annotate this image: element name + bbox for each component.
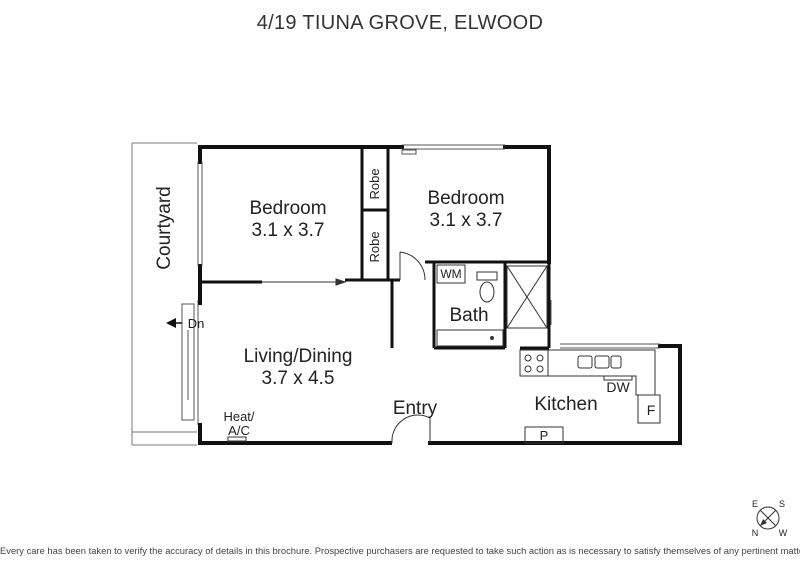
entry-name: Entry <box>393 398 438 419</box>
heat-label-line1: Heat/ <box>223 409 254 424</box>
toilet <box>476 271 498 303</box>
shower <box>506 265 548 329</box>
robe1-label: Robe <box>367 168 382 199</box>
compass-icon <box>756 506 780 530</box>
bedroom1-size: 3.1 x 3.7 <box>252 220 325 241</box>
interior-walls <box>200 147 551 350</box>
robe2-label: Robe <box>367 231 382 262</box>
compass-w: W <box>779 528 788 538</box>
bedroom2-size: 3.1 x 3.7 <box>430 210 503 231</box>
entry-door <box>391 414 431 444</box>
bedroom1-sliding-door <box>262 278 347 286</box>
heater-unit <box>227 436 247 442</box>
wm-label: WM <box>440 267 461 281</box>
exterior-walls <box>198 145 682 445</box>
kitchen-bench <box>519 349 661 424</box>
bedroom1-name: Bedroom <box>249 198 326 219</box>
down-label: Dn <box>188 316 205 331</box>
dw-label: DW <box>606 379 630 395</box>
compass-s: S <box>779 499 785 509</box>
property-address-title: 4/19 TIUNA GROVE, ELWOOD <box>256 12 544 34</box>
bedroom2-name: Bedroom <box>427 188 504 209</box>
living-name: Living/Dining <box>244 346 353 367</box>
bedroom2-door <box>399 251 426 281</box>
courtyard-name: Courtyard <box>154 186 175 269</box>
vanity <box>436 329 504 347</box>
heat-label-line2: A/C <box>228 423 250 438</box>
compass-e: E <box>752 499 758 509</box>
footer-disclaimer: Every care has been taken to verify the … <box>0 545 800 556</box>
down-arrow <box>166 318 182 328</box>
windows <box>197 144 660 349</box>
living-west-window <box>181 300 199 425</box>
washing-machine <box>436 264 466 284</box>
fridge-label: F <box>647 402 656 418</box>
pantry <box>524 426 564 444</box>
courtyard-area <box>131 142 197 446</box>
pantry-label: P <box>540 428 549 443</box>
living-size: 3.7 x 4.5 <box>262 368 335 389</box>
kitchen-name: Kitchen <box>534 394 597 415</box>
compass-n: N <box>752 528 759 538</box>
bath-name: Bath <box>449 305 488 326</box>
